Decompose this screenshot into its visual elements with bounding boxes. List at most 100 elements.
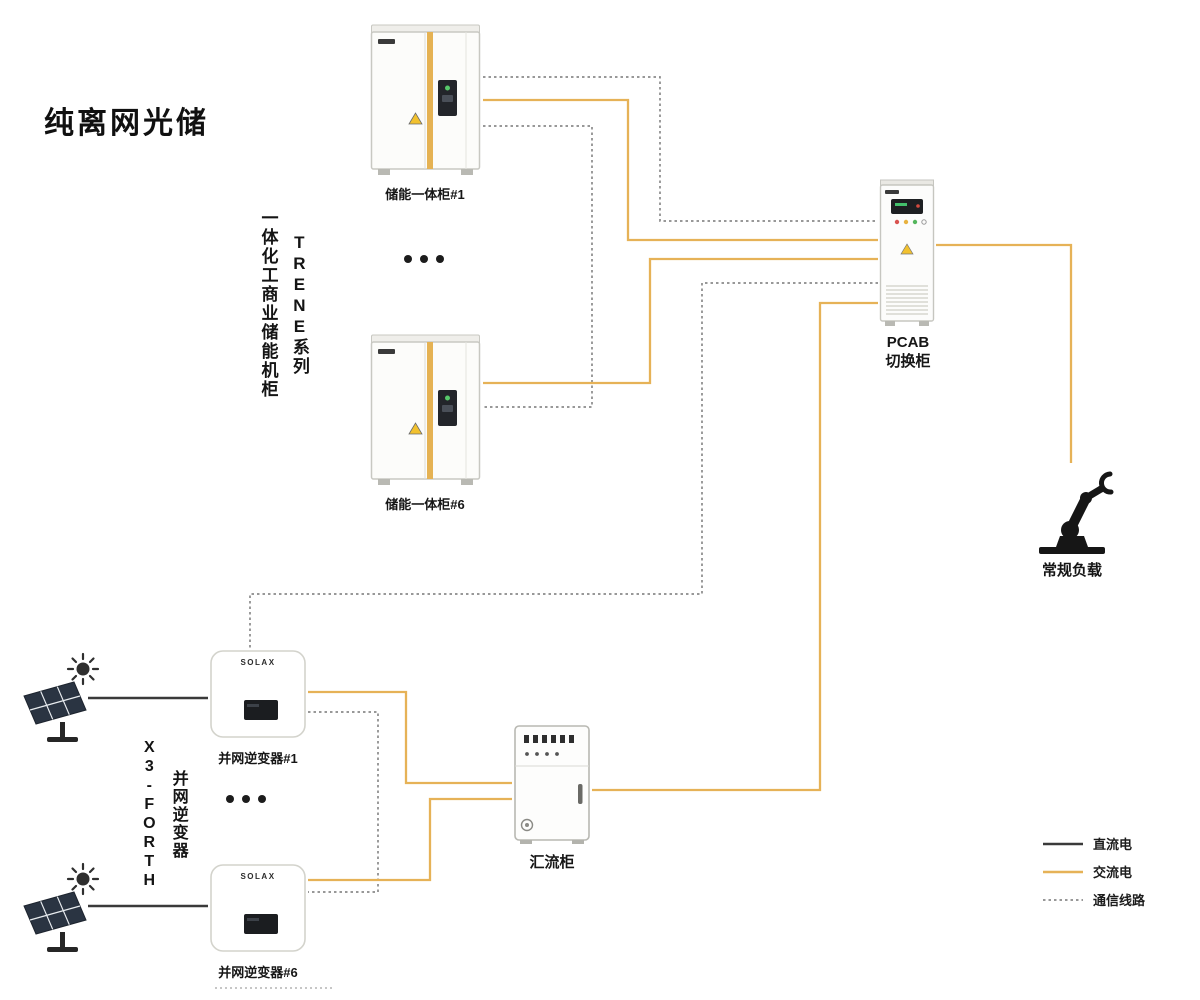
pv-grid-lines xyxy=(29,896,81,930)
warning-triangle-icon xyxy=(900,243,914,255)
indicator-yellow-icon xyxy=(903,219,909,225)
yellow-stripe xyxy=(427,32,433,169)
pcab-cabinet-icon xyxy=(879,179,935,326)
line-ac-inverter1-combiner xyxy=(308,690,512,785)
line-comm-inverter1-inverter6 xyxy=(308,711,379,893)
panel-pole xyxy=(60,932,65,948)
robot-arm-icon xyxy=(1039,471,1114,554)
legend-item-comm: 通信线路 xyxy=(1042,890,1145,909)
robot-base xyxy=(1039,547,1105,554)
dot xyxy=(420,255,428,263)
indicator-dot-row xyxy=(525,752,559,756)
storage-cabinet-1-label: 储能一体柜#1 xyxy=(385,187,465,202)
dot xyxy=(258,795,266,803)
brand-logo-icon xyxy=(885,190,899,194)
cabinet-foot xyxy=(461,169,473,175)
display-screen xyxy=(442,405,453,412)
line-ac-storage6-pcab xyxy=(483,257,878,385)
load-label: 常规负载 xyxy=(1041,562,1102,579)
line-ac-storage1-pcab xyxy=(483,98,878,242)
panel-pole xyxy=(60,722,65,738)
storage-cabinet-1-icon xyxy=(370,24,481,175)
comm-line-sample-icon xyxy=(1043,898,1083,901)
line-comm-storage1-pcab xyxy=(483,76,878,222)
dot xyxy=(226,795,234,803)
diagram-title: 纯离网光储 xyxy=(44,107,209,140)
inverter-body xyxy=(210,650,306,738)
combiner-label: 汇流柜 xyxy=(529,854,575,871)
line-comm-pcab-inverter1 xyxy=(249,282,878,648)
cabinet-foot xyxy=(520,840,532,844)
button-icon xyxy=(921,219,927,225)
pcab-label-line2: 切换柜 xyxy=(885,352,931,370)
inverter-6-label: 并网逆变器#6 xyxy=(218,965,298,980)
warning-triangle-icon xyxy=(408,112,423,125)
breaker-row xyxy=(524,735,574,743)
warning-triangle-icon xyxy=(408,422,423,435)
door-handle xyxy=(578,784,583,804)
legend-item-dc: 直流电 xyxy=(1042,834,1145,853)
inverter-brand: SOLAX xyxy=(240,658,275,667)
dc-line-sample-icon xyxy=(1043,842,1083,845)
inverter-body xyxy=(210,864,306,952)
dial-center xyxy=(525,823,529,827)
status-led-icon xyxy=(445,85,450,91)
pv-grid-lines xyxy=(29,686,81,720)
indicator-green-icon xyxy=(912,219,918,225)
pcab-label-line1: PCAB xyxy=(886,334,930,351)
storage-cabinet-6-label: 储能一体柜#6 xyxy=(385,497,465,512)
status-led-icon xyxy=(445,395,450,401)
robot-gripper xyxy=(1099,471,1114,495)
ac-line-sample-icon xyxy=(1043,870,1083,873)
inverter-1-label: 并网逆变器#1 xyxy=(218,751,298,766)
panel-base xyxy=(47,947,78,952)
dot xyxy=(436,255,444,263)
inverter-6-icon: SOLAX xyxy=(210,864,306,952)
pcab-label: PCAB 切换柜 xyxy=(858,334,958,372)
dot xyxy=(404,255,412,263)
storage-series-label-en: TRENE系列 xyxy=(289,232,309,376)
legend: 直流电 交流电 通信线路 xyxy=(1042,834,1145,909)
inverter-ellipsis-icon xyxy=(226,795,266,803)
display-screen xyxy=(891,199,923,214)
display-readout xyxy=(895,203,907,206)
inverter-screen xyxy=(244,700,278,720)
line-ac-inverter6-combiner xyxy=(308,797,512,882)
vent-grille xyxy=(886,285,928,315)
solar-panel-1-icon xyxy=(23,652,100,742)
panel-base xyxy=(47,737,78,742)
sun-icon xyxy=(76,872,90,886)
cabinet-foot xyxy=(572,840,584,844)
indicator-red-icon xyxy=(894,219,900,225)
sun-rays-icon xyxy=(66,862,100,896)
line-comm-storage1-storage6 xyxy=(483,125,593,408)
combiner-cabinet-icon xyxy=(514,725,590,844)
yellow-stripe xyxy=(427,342,433,479)
dot xyxy=(242,795,250,803)
inverter-series-label-cn: 并网逆变器 xyxy=(169,770,187,860)
line-ac-combiner-pcab xyxy=(592,301,878,792)
robot-pedestal xyxy=(1056,536,1088,547)
cabinet-foot xyxy=(378,169,390,175)
display-led-icon xyxy=(916,204,920,208)
legend-item-ac: 交流电 xyxy=(1042,862,1145,881)
line-ac-pcab-load xyxy=(936,243,1073,463)
cabinet-foot xyxy=(461,479,473,485)
inverter-screen-glint xyxy=(247,704,259,707)
display-screen xyxy=(442,95,453,102)
legend-comm-label: 通信线路 xyxy=(1093,893,1146,908)
cabinet-foot xyxy=(378,479,390,485)
cabinet-foot xyxy=(885,321,895,326)
inverter-1-icon: SOLAX xyxy=(210,650,306,738)
solar-panel-2-icon xyxy=(23,862,100,952)
storage-series-label: TRENE系列 一体化工商业储能机柜 xyxy=(252,165,315,443)
sun-rays-icon xyxy=(66,652,100,686)
storage-cabinet-6-icon xyxy=(370,334,481,485)
inverter-screen xyxy=(244,914,278,934)
storage-ellipsis-icon xyxy=(404,255,444,263)
legend-ac-label: 交流电 xyxy=(1093,865,1133,880)
inverter-brand: SOLAX xyxy=(240,872,275,881)
inverter-screen-glint xyxy=(247,918,259,921)
